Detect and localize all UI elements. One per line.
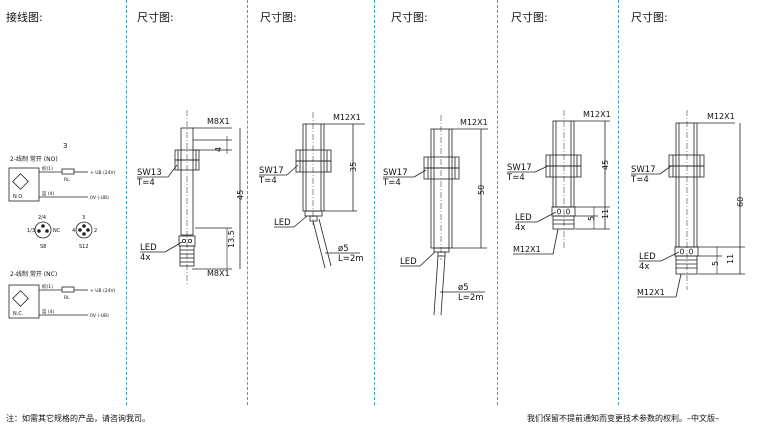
wiring-diagrams: 3 2-线制 常开 (NO) N.O. 棕(1) RL + UB (24V) 蓝…: [8, 142, 116, 319]
supply-plus-label: + UB (24V): [90, 288, 116, 294]
led-label: LED: [639, 252, 656, 262]
dimension-value: 45: [236, 190, 245, 200]
nut-thickness-label: T=4: [630, 175, 649, 185]
thread-top-label: M8X1: [207, 117, 230, 126]
sensor-symbol: [12, 290, 29, 307]
dimension-drawing-1: M8X1 M8X1 4 45 13.5 SW13 T=4 LED 4x: [136, 110, 245, 285]
column-divider: [618, 0, 619, 405]
sensor-nc-label: N.C.: [13, 311, 24, 317]
connector-s8-label: S8: [40, 244, 46, 250]
dimension-value: 35: [349, 162, 358, 172]
load-label: RL: [64, 177, 70, 183]
sensor-no-box: [8, 167, 40, 202]
cable-diameter-label: ø5: [458, 283, 469, 293]
wiring-number: 3: [63, 142, 67, 150]
dimension-value: 11: [726, 254, 735, 264]
dimension-value: 11: [601, 209, 610, 219]
nut-thickness-label: T=4: [506, 173, 525, 183]
dimension-value: 50: [477, 185, 486, 195]
sensor-nc-box: [8, 284, 40, 319]
wiring-nc-title: 2-线制 常开 (NC): [10, 270, 57, 278]
thread-bottom-label: M12X1: [637, 288, 665, 297]
sensor-symbol: [12, 173, 29, 190]
supply-zero-label: 0V (-UB): [90, 313, 109, 319]
thread-bottom-label: M12X1: [513, 245, 541, 254]
thread-bottom-label: M8X1: [207, 269, 230, 278]
connector-pin-label: 3: [82, 215, 85, 221]
thread-top-label: M12X1: [583, 110, 611, 119]
wiring-header: 接线图:: [6, 11, 43, 24]
column-divider: [497, 0, 498, 405]
wrench-size-label: SW17: [507, 163, 532, 173]
led-label: LED: [274, 218, 291, 228]
led-count-label: 4x: [140, 253, 150, 263]
connector-pin-label: NC: [53, 228, 61, 234]
dimension-header-1: 尺寸图:: [137, 11, 174, 24]
dimension-value: 60: [736, 197, 745, 207]
connector-s12-label: S12: [79, 244, 89, 250]
dimension-header-3: 尺寸图:: [391, 11, 428, 24]
load-label: RL: [64, 295, 70, 301]
footer-note-right: 我们保留不提前通知而变更技术参数的权利。–中文版–: [527, 414, 719, 423]
led-count-label: 4x: [639, 262, 649, 272]
wrench-size-label: SW17: [631, 165, 656, 175]
sensor-no-label: N.O.: [13, 194, 24, 200]
nut-thickness-label: T=4: [382, 178, 401, 188]
column-divider: [374, 0, 375, 405]
cable-diameter-label: ø5: [338, 244, 349, 254]
dimension-value: 5: [711, 261, 720, 266]
connector-pin-label: 1/3: [27, 228, 35, 234]
thread-label: M12X1: [460, 118, 488, 127]
supply-zero-label: 0V (-UB): [90, 195, 109, 201]
led-label: LED: [400, 257, 417, 267]
nut-thickness-label: T=4: [136, 178, 155, 188]
connector-pin-label: 2/4: [38, 215, 46, 221]
dimension-header-4: 尺寸图:: [511, 11, 548, 24]
nut-thickness-label: T=4: [258, 176, 277, 186]
load-resistor: [61, 286, 75, 293]
load-resistor: [61, 168, 75, 175]
column-divider: [247, 0, 248, 405]
led-label: LED: [140, 243, 157, 253]
wire-brown-label: 棕(1): [42, 283, 53, 290]
thread-top-label: M12X1: [707, 112, 735, 121]
supply-plus-label: + UB (24V): [90, 170, 116, 176]
wrench-size-label: SW17: [259, 166, 284, 176]
dimension-header-5: 尺寸图:: [631, 11, 668, 24]
dimension-drawing-3: M12X1 50 SW17 T=4 LED ø5 L=2m: [382, 115, 488, 316]
connector-pin-label: 4: [72, 228, 75, 234]
footer-note-left: 注：如需其它规格的产品，请咨询我司。: [6, 414, 150, 423]
cable-length-label: L=2m: [458, 293, 484, 303]
led-count-label: 4x: [515, 223, 525, 233]
led-label: LED: [515, 213, 532, 223]
column-divider: [126, 0, 127, 405]
wire-brown-label: 棕(1): [42, 165, 53, 172]
dimension-value: 4: [214, 147, 223, 152]
dimension-drawing-2: M12X1 35 SW17 T=4 LED ø5 L=2m: [258, 112, 365, 269]
dimension-value: 45: [601, 160, 610, 170]
thread-label: M12X1: [333, 113, 361, 122]
wrench-size-label: SW13: [137, 168, 162, 178]
connector-s8-icon: [34, 221, 52, 239]
connector-pin-label: 2: [94, 228, 97, 234]
wire-blue-label: 蓝 (4): [42, 308, 55, 315]
cable-length-label: L=2m: [338, 254, 364, 264]
dimension-drawing-5: M12X1 60 5 11 SW17 T=4 LED 4x M12X1: [630, 110, 745, 298]
dimension-drawing-4: M12X1 45 5 11 SW17 T=4 LED 4x M12X1: [506, 110, 611, 255]
connector-s12-icon: [75, 221, 93, 239]
wiring-no-title: 2-线制 常开 (NO): [10, 155, 58, 163]
dimension-value: 5: [587, 216, 596, 221]
dimension-value: 13.5: [227, 230, 236, 248]
dimension-header-2: 尺寸图:: [260, 11, 297, 24]
wire-blue-label: 蓝 (4): [42, 190, 55, 197]
wrench-size-label: SW17: [383, 168, 408, 178]
